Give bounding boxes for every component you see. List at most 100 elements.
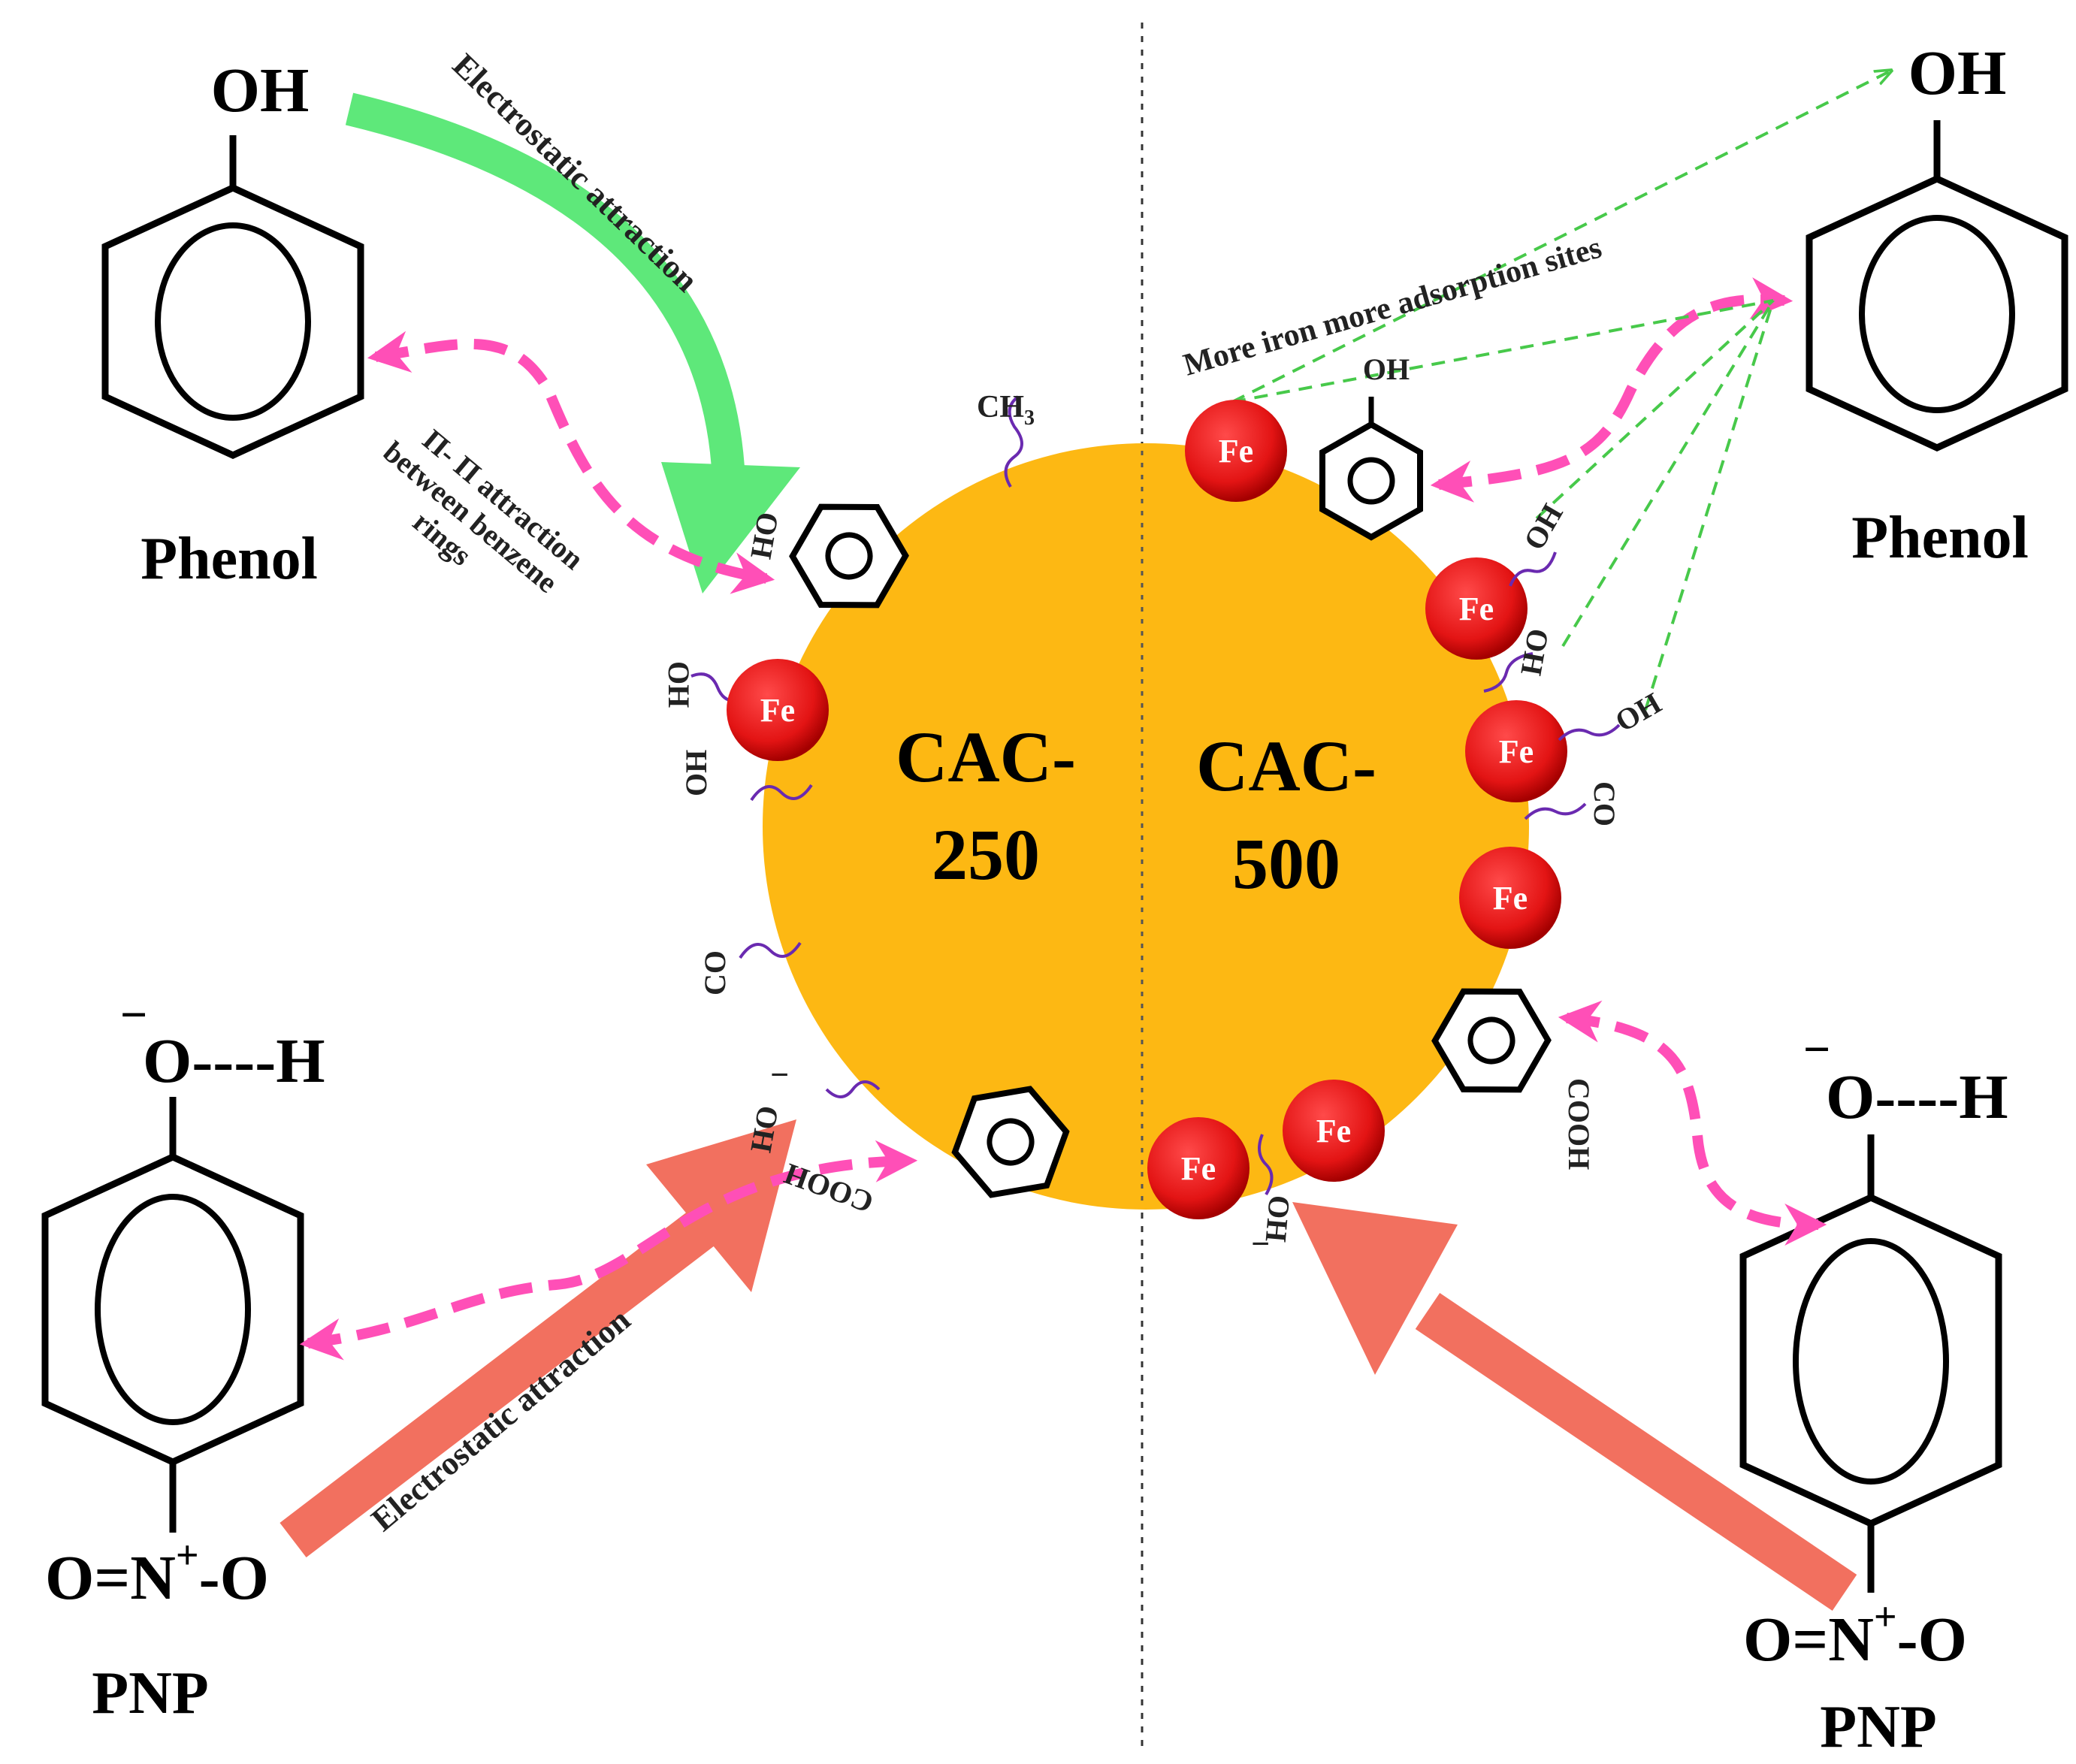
pi-arrow-left-top xyxy=(367,331,775,594)
fe-right-5-bead xyxy=(1283,1080,1385,1182)
fe-right-1: Fe xyxy=(1185,400,1287,502)
surface-ring-rb xyxy=(1431,988,1552,1093)
green-dash-1 xyxy=(1231,299,1774,403)
pnp-right-top: O----H xyxy=(1826,1062,2008,1132)
wave-ohminus-left xyxy=(825,1080,881,1098)
fe-right-5: Fe xyxy=(1283,1080,1385,1182)
group-small-phenol-oh: OH xyxy=(1363,352,1410,386)
wave-oh-right-2 xyxy=(1483,652,1534,693)
pnp-right: − O----H O=N+-O PNP xyxy=(1739,1022,2008,1760)
group-oh-left-1: OH xyxy=(662,661,696,708)
salmon-arrow-right-shaft xyxy=(1415,1292,1857,1611)
pnp-right-aromatic-circle xyxy=(1793,1238,1949,1485)
group-ohminus-right-sign: − xyxy=(1251,1225,1270,1262)
green-electrostatic-arrow xyxy=(345,92,745,482)
fe-left: Fe xyxy=(727,659,829,761)
label-electrostatic-bottom: Electrostatic attraction xyxy=(364,1301,637,1539)
pi-arrow-right-bottom xyxy=(1558,1000,1827,1246)
phenol-right-aromatic-circle xyxy=(1859,215,2015,413)
fe-right-4-label: Fe xyxy=(1493,880,1528,917)
green-dash-to-oh xyxy=(1231,71,1890,403)
wave-oh-right-1 xyxy=(1509,551,1557,587)
surface-phenol-left-top xyxy=(789,503,909,609)
phenol-right-ring xyxy=(1806,175,2068,452)
label-pi-pi: Π- Π attraction between benzene rings xyxy=(377,422,591,599)
fe-right-1-bead xyxy=(1185,400,1287,502)
fe-right-6-label: Fe xyxy=(1181,1150,1216,1187)
group-ohminus-left-sign: − xyxy=(770,1056,789,1093)
pnp-left-minus: − xyxy=(120,988,147,1041)
group-co-right: CO xyxy=(1588,781,1621,826)
fe-right-5-label: Fe xyxy=(1316,1113,1351,1149)
cac500-label-line1: CAC- xyxy=(1196,726,1376,806)
wave-ohminus-right xyxy=(1258,1134,1274,1196)
pnp-right-nitro: O=N+-O xyxy=(1743,1594,1967,1675)
pnp-left-nitro: O=N+-O xyxy=(45,1533,269,1613)
group-oh-right-2: OH xyxy=(1514,626,1555,678)
fe-right-2-label: Fe xyxy=(1459,591,1494,627)
phenol-left-ring xyxy=(101,184,364,459)
pi-arrow-left-bottom xyxy=(299,1140,918,1361)
adsorption-site-lines xyxy=(1231,71,1890,711)
pnp-left-aromatic-circle xyxy=(95,1194,251,1425)
carbon-particle xyxy=(763,443,1529,1210)
fe-right-3: Fe xyxy=(1465,700,1567,802)
surface-ring-rt-circle xyxy=(1347,457,1395,505)
surface-phenol-right-bottom xyxy=(1431,988,1552,1093)
surface-ring-rt xyxy=(1319,421,1423,541)
salmon-arrow-left-shaft xyxy=(280,1207,720,1558)
fe-right-6-bead xyxy=(1147,1117,1250,1219)
group-ch3: CH3 xyxy=(977,390,1035,430)
surface-ring-lb-circle xyxy=(987,1118,1035,1166)
fe-right-2: Fe xyxy=(1425,557,1528,660)
fe-right-3-label: Fe xyxy=(1499,733,1534,770)
pnp-left-ring xyxy=(41,1153,304,1466)
cac500-label-line2: 500 xyxy=(1232,823,1340,904)
group-co-left: CO xyxy=(698,950,732,995)
phenol-left-aromatic-circle xyxy=(155,222,311,421)
wave-co-right xyxy=(1524,802,1587,820)
surface-ring-lt xyxy=(789,503,909,609)
cac250-label-line2: 250 xyxy=(932,814,1040,895)
fe-right-4-bead xyxy=(1459,847,1561,949)
wave-ch3 xyxy=(1004,395,1023,488)
fe-right-2-bead xyxy=(1425,557,1528,660)
salmon-arrow-right-head xyxy=(1292,1202,1458,1375)
wave-co-left xyxy=(739,941,802,959)
phenol-left-oh: OH xyxy=(211,56,310,125)
pnp-left-name: PNP xyxy=(92,1660,209,1726)
group-oh-left-2: OH xyxy=(679,750,713,796)
phenol-right-name: Phenol xyxy=(1851,505,2029,571)
phenol-left: OH Phenol xyxy=(101,56,364,592)
green-dash-4 xyxy=(1644,300,1775,711)
surface-phenol-right-top xyxy=(1319,397,1423,541)
group-ohminus-left: OH xyxy=(744,1103,785,1155)
green-dash-2 xyxy=(1535,299,1775,520)
pi-arrow-right-top xyxy=(1430,277,1793,503)
group-oh-ring-lt: OH xyxy=(744,509,785,561)
group-cooh-right: COOH xyxy=(1562,1078,1596,1170)
label-electrostatic-top: Electrostatic attraction xyxy=(446,47,705,299)
wave-oh-left-2 xyxy=(750,784,813,802)
pnp-left-top: O----H xyxy=(143,1026,325,1096)
fe-right-3-bead xyxy=(1465,700,1567,802)
cac250-label-line1: CAC- xyxy=(896,717,1076,797)
phenol-right-oh: OH xyxy=(1908,38,2007,108)
pnp-left: − O----H O=N+-O PNP xyxy=(41,988,325,1726)
phenol-left-name: Phenol xyxy=(141,526,318,592)
surface-ring-lt-circle xyxy=(825,532,873,580)
fe-left-bead xyxy=(727,659,829,761)
group-ohminus-right: OH xyxy=(1259,1194,1297,1243)
wave-oh-right-3 xyxy=(1558,723,1621,742)
phenol-right: OH Phenol xyxy=(1806,38,2068,571)
fe-right-4: Fe xyxy=(1459,847,1561,949)
surface-phenol-left-bottom xyxy=(951,1086,1070,1198)
group-oh-right-3: OH xyxy=(1609,686,1667,739)
pnp-right-ring xyxy=(1739,1194,2002,1527)
pnp-right-name: PNP xyxy=(1820,1694,1937,1760)
fe-right-6: Fe xyxy=(1147,1117,1250,1219)
fe-left-label: Fe xyxy=(760,692,795,729)
group-oh-right-1: OH xyxy=(1517,498,1570,555)
green-dash-3 xyxy=(1561,299,1775,648)
